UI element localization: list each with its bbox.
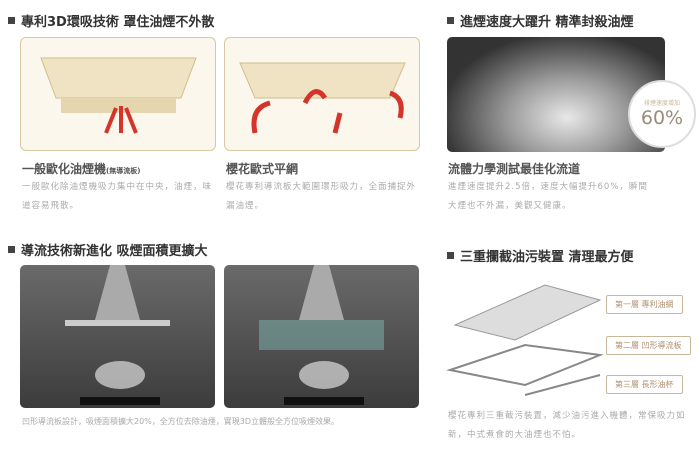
sakura-hood-photo bbox=[224, 265, 419, 408]
section-heading-speed: 進煙速度大躍升 精準封殺油煙 bbox=[447, 11, 634, 30]
title-text: 一般歐化油煙機 bbox=[22, 162, 107, 176]
normal-hood-desc: 一般歐化除油煙機吸力集中在中央，油煙，味道容易飛散。 bbox=[22, 182, 213, 211]
layer-label-1: 第一層 專利油網 bbox=[606, 295, 683, 314]
smoke-photo bbox=[447, 37, 665, 152]
guide-desc: 凹形導流板設計，吸煙面積擴大20%，全方位去除油煙，實現3D立體般全方位吸煙效果… bbox=[22, 417, 340, 426]
normal-hood-illustration bbox=[20, 37, 216, 151]
heading-text: 進煙速度大躍升 精準封殺油煙 bbox=[460, 15, 634, 30]
filter-desc: 櫻花專利三重截污裝置，減少油污進入機體，常保吸力如新，中式煮食的大油煙也不怕。 bbox=[448, 411, 686, 440]
normal-hood-photo bbox=[20, 265, 215, 408]
speed-badge: 排煙速度增加 60% bbox=[628, 80, 696, 148]
normal-hood-title: 一般歐化油煙機(無導流板) bbox=[22, 160, 140, 177]
hood-airflow-icon bbox=[239, 62, 406, 134]
layer-label-2: 第二層 凹形導流板 bbox=[606, 336, 691, 355]
speed-desc: 進煙速度提升2.5倍，速度大幅提升60%，瞬間大煙也不外漏，美觀又健康。 bbox=[448, 182, 648, 211]
sakura-hood-desc: 櫻花專利導流板大範圍環形吸力，全面捕捉外漏油煙。 bbox=[226, 182, 417, 211]
heading-text: 導流技術新進化 吸煙面積更擴大 bbox=[21, 244, 208, 259]
sakura-hood-title: 櫻花歐式平網 bbox=[226, 162, 299, 176]
speed-caption-title: 流體力學測試最佳化流道 bbox=[448, 162, 581, 176]
layer-label-3: 第三層 長形油杯 bbox=[606, 375, 683, 394]
badge-value: 60% bbox=[640, 107, 684, 129]
section-heading-guide: 導流技術新進化 吸煙面積更擴大 bbox=[8, 240, 208, 259]
heading-text: 專利3D環吸技術 罩住油煙不外散 bbox=[21, 15, 215, 30]
section-heading-filter: 三重攔截油污裝置 清理最方便 bbox=[447, 246, 634, 265]
section-heading-3d: 專利3D環吸技術 罩住油煙不外散 bbox=[8, 11, 214, 30]
sakura-hood-illustration bbox=[224, 37, 420, 151]
badge-label: 排煙速度增加 bbox=[643, 100, 680, 107]
hood-icon bbox=[259, 265, 384, 405]
hood-icon bbox=[65, 265, 170, 405]
filter-layers-diagram bbox=[446, 284, 604, 396]
heading-text: 三重攔截油污裝置 清理最方便 bbox=[460, 250, 634, 265]
hood-airflow-icon bbox=[40, 57, 197, 134]
title-note: (無導流板) bbox=[106, 167, 141, 175]
